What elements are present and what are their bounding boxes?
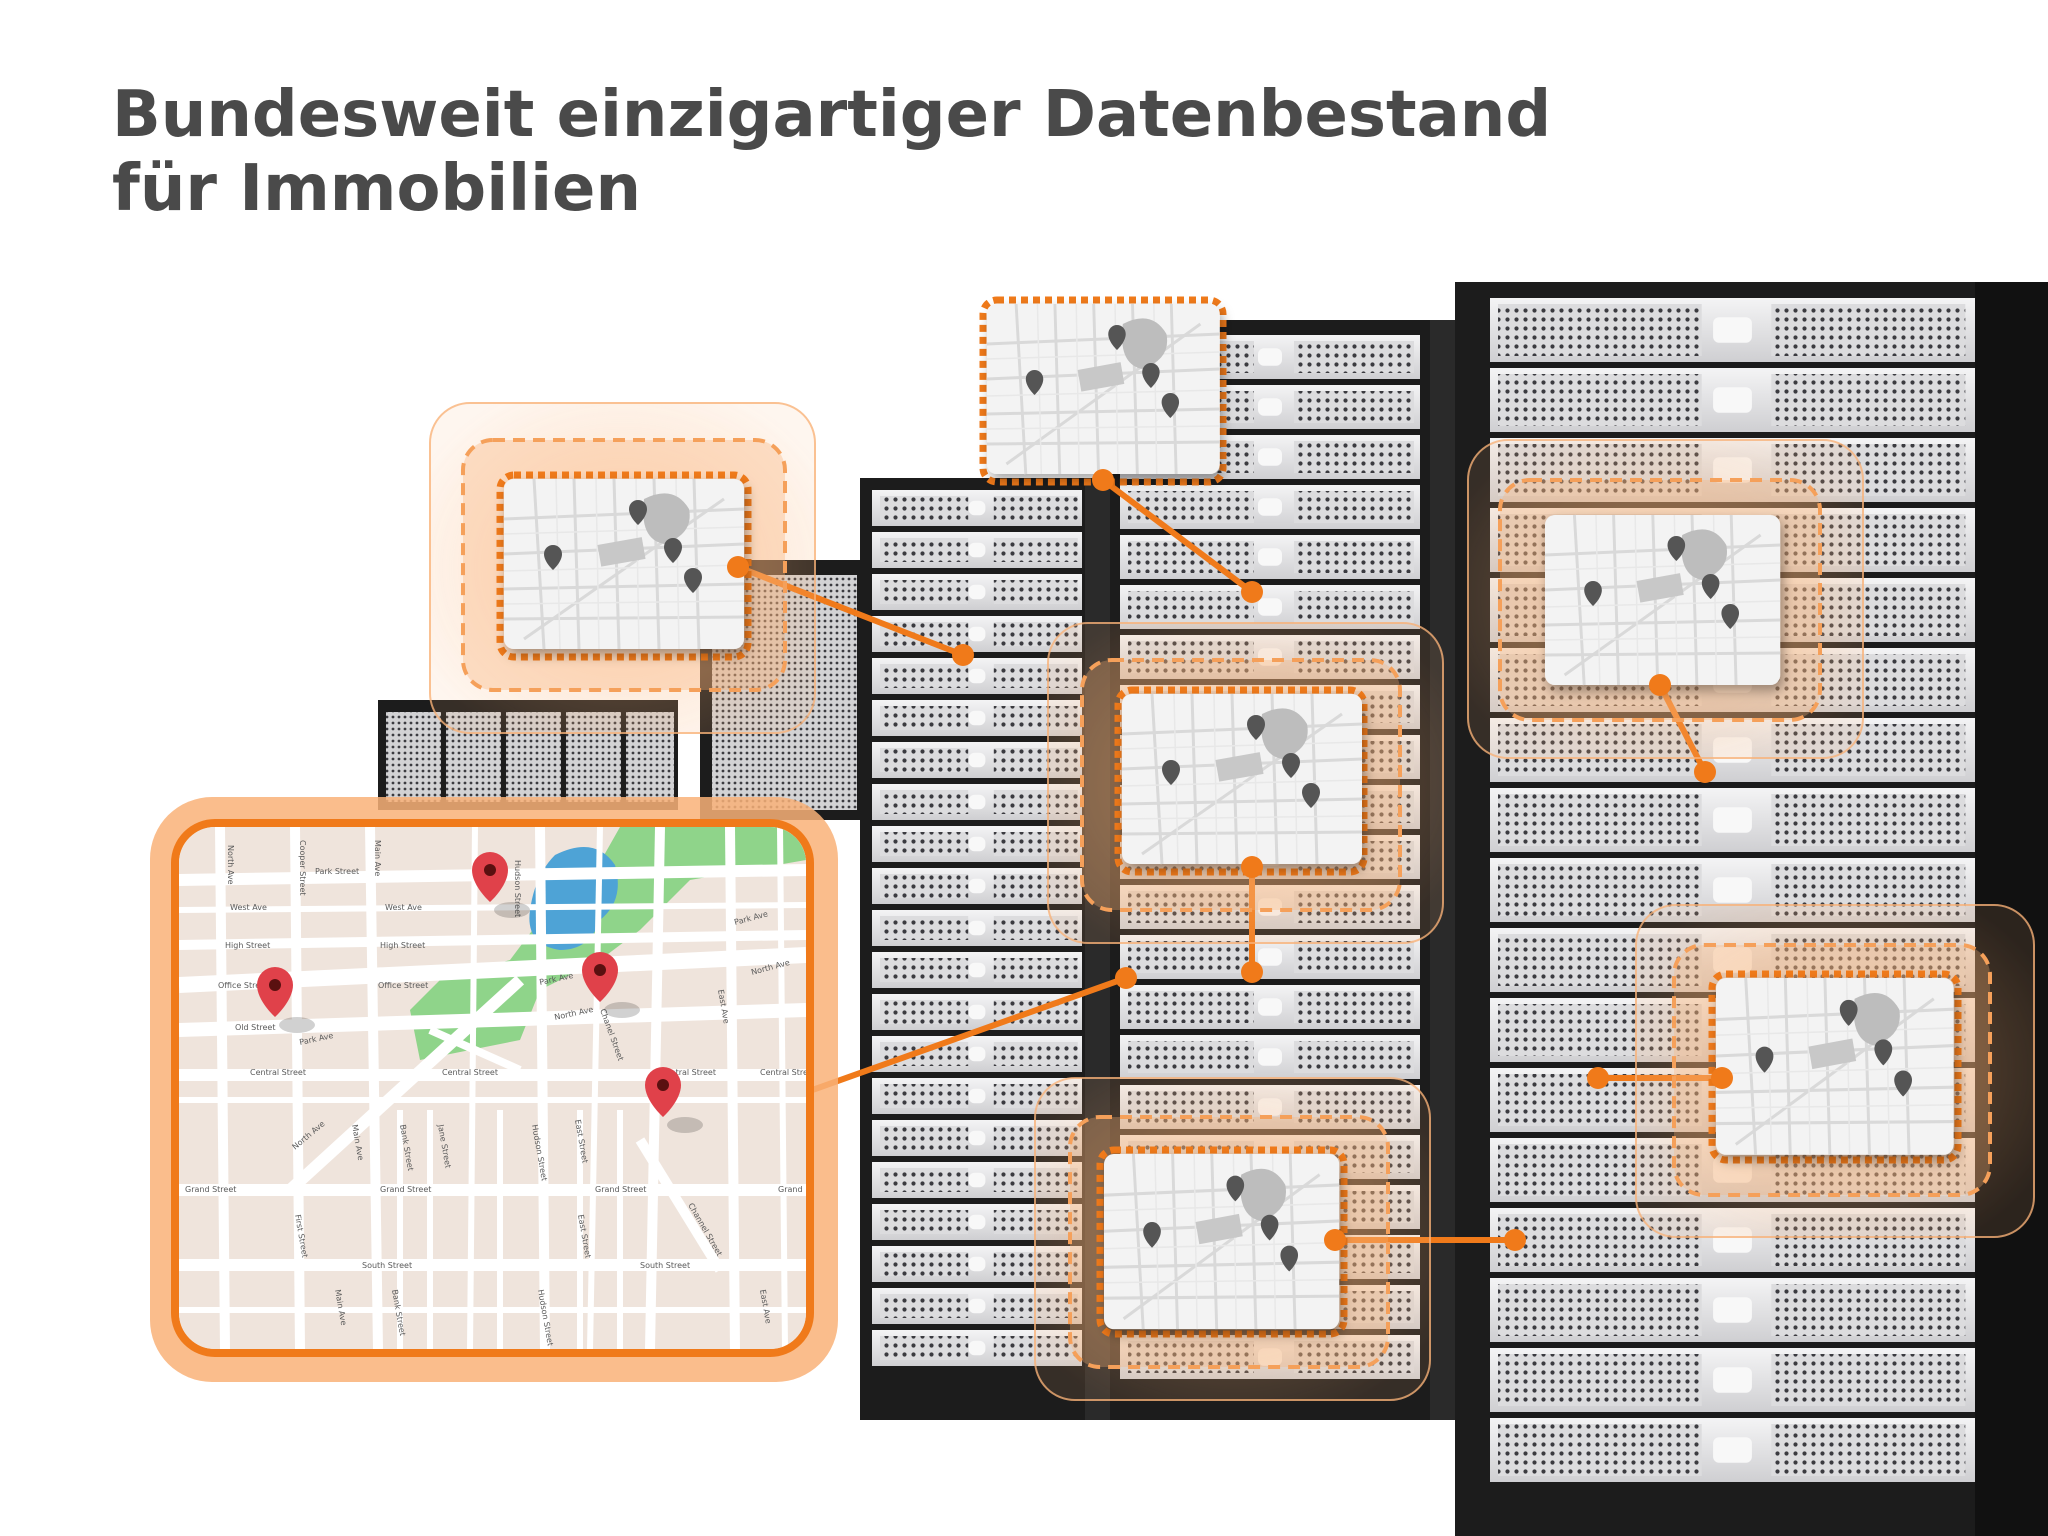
server-unit (872, 532, 1082, 568)
connector-dot-icon (1092, 469, 1114, 491)
slide-title: Bundesweit einzigartiger Datenbestand fü… (112, 78, 1712, 226)
connector-dot-icon (1649, 674, 1671, 696)
server-unit (1490, 788, 1975, 852)
map-street-label: South Street (362, 1261, 412, 1270)
map-street-label: Hudson Street (513, 860, 522, 917)
server-unit (1120, 985, 1420, 1029)
server-rack-1 (860, 478, 1125, 1420)
connector-dot-icon (952, 644, 974, 666)
server-unit (1490, 298, 1975, 362)
connector-dot-icon (1241, 581, 1263, 603)
map-street-label: Old Street (235, 1023, 275, 1032)
map-pin-icon (582, 952, 640, 1018)
connector-dot-icon (1324, 1229, 1346, 1251)
connector-dots (727, 469, 1733, 1251)
server-unit (1120, 535, 1420, 579)
map-street-label: Office Street (218, 981, 268, 990)
server-unit (872, 952, 1082, 988)
map-street-label: Central Street (250, 1068, 306, 1077)
map-frame-small-1 (429, 402, 816, 734)
map-street-label: Cooper Street (298, 840, 307, 896)
map-street-label: Grand Street (380, 1185, 431, 1194)
connector-dot-icon (1241, 961, 1263, 983)
map-street-label: Grand (778, 1185, 803, 1194)
map-street-label: Grand Street (595, 1185, 646, 1194)
server-unit (872, 490, 1082, 526)
server-unit (1490, 1418, 1975, 1482)
connector-dot-icon (1711, 1067, 1733, 1089)
map-frame-small-6 (1034, 1077, 1431, 1401)
server-unit (872, 1078, 1082, 1114)
slide-title-line-2: für Immobilien (112, 152, 641, 226)
map-frame-small-4 (1047, 622, 1444, 944)
server-unit (872, 574, 1082, 610)
server-unit (1120, 485, 1420, 529)
map-street-label: West Ave (230, 903, 267, 912)
map-pin-icon (645, 1067, 703, 1133)
server-unit (1490, 1348, 1975, 1412)
map-street-label: West Ave (385, 903, 422, 912)
map-frame-small-3 (1467, 439, 1864, 759)
map-street-label: High Street (225, 941, 270, 950)
server-unit (1120, 1035, 1420, 1079)
server-unit (1490, 1278, 1975, 1342)
map-street-label: Central Street (760, 1068, 816, 1077)
server-unit (1490, 368, 1975, 432)
server-unit (872, 994, 1082, 1030)
connector-dot-icon (1587, 1067, 1609, 1089)
map-street-label: North Ave (226, 845, 235, 885)
map-street-label: South Street (640, 1261, 690, 1270)
map-street-label: Central Street (660, 1068, 716, 1077)
connector-dot-icon (1694, 761, 1716, 783)
connector-dot-icon (1504, 1229, 1526, 1251)
map-street-label: Grand Street (185, 1185, 236, 1194)
connector-dot-icon (1241, 856, 1263, 878)
slide-title-line-1: Bundesweit einzigartiger Datenbestand (112, 78, 1552, 152)
map-street-label: Office Street (378, 981, 428, 990)
server-unit (1120, 585, 1420, 629)
map-pin-icon (257, 967, 315, 1033)
connector-dot-icon (727, 556, 749, 578)
server-unit (872, 910, 1082, 946)
map-street-label: High Street (380, 941, 425, 950)
map-street-label: Main Ave (373, 840, 382, 876)
connector-dot-icon (1115, 967, 1137, 989)
map-frame-small-5 (1635, 904, 2035, 1238)
map-pin-icon (472, 852, 530, 918)
map-street-label: Park Street (315, 867, 359, 876)
map-street-label: Central Street (442, 1068, 498, 1077)
map-frame-small-2 (979, 296, 1227, 486)
server-unit (872, 1036, 1082, 1072)
